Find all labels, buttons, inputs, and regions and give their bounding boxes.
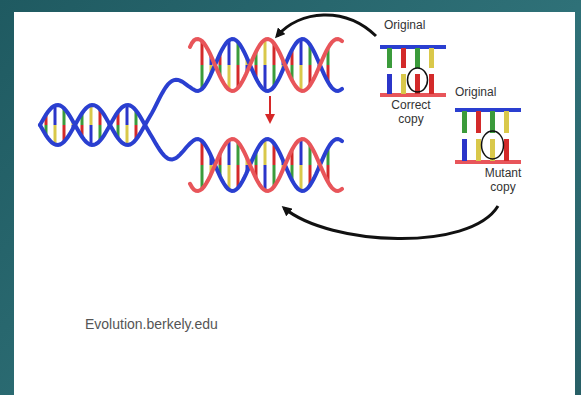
base: [415, 48, 420, 68]
base: [490, 139, 495, 161]
mutant-copy-inset: [455, 110, 521, 162]
base: [462, 111, 467, 133]
pointer-arrow: [277, 15, 376, 36]
dna-strand: [40, 39, 342, 145]
slide-panel: [14, 12, 575, 395]
highlight-circle: [408, 68, 428, 92]
down-arrow: [269, 96, 271, 120]
base-pair: [300, 139, 303, 165]
base-pair: [90, 125, 93, 145]
dna-strand: [190, 139, 342, 191]
base: [462, 139, 467, 161]
base-pair: [264, 65, 267, 90]
base-pair: [126, 125, 129, 145]
base: [429, 74, 434, 94]
strand-label: Original: [455, 86, 525, 100]
copy-label: Mutant copy: [476, 167, 530, 195]
base-pair: [300, 165, 303, 191]
base: [476, 139, 481, 161]
base-pair: [90, 105, 93, 125]
dna-strand: [40, 105, 342, 191]
pointer-arrow: [284, 206, 498, 239]
source-note: Evolution.berkely.edu: [85, 316, 325, 332]
strand-label: Original: [384, 19, 454, 33]
base: [401, 74, 406, 94]
base-pair: [264, 165, 267, 190]
base-pair: [264, 140, 267, 165]
base: [401, 48, 406, 68]
copy-label: Correct copy: [384, 99, 438, 127]
base-pair: [264, 40, 267, 65]
base-pair: [300, 39, 303, 65]
base: [490, 111, 495, 133]
highlight-circle: [482, 131, 504, 159]
base: [504, 111, 509, 133]
base: [504, 139, 509, 161]
dna-helix: [40, 39, 342, 191]
base-pair: [126, 105, 129, 125]
dna-strand: [190, 39, 342, 91]
base: [387, 74, 392, 94]
base: [387, 48, 392, 68]
base-pair: [300, 65, 303, 91]
correct-copy-inset: [380, 47, 446, 95]
base: [429, 48, 434, 68]
base: [415, 74, 420, 94]
base: [476, 111, 481, 133]
